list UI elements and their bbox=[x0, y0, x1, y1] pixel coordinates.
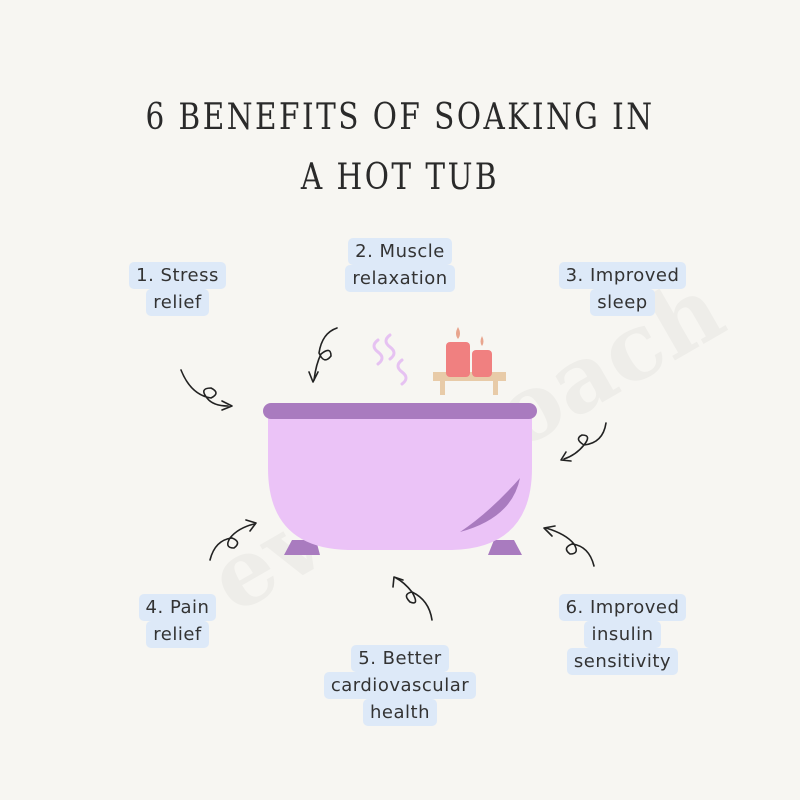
benefit-2: 2. Muscle relaxation bbox=[330, 238, 470, 292]
bathtub-icon bbox=[263, 403, 537, 555]
arrow-2-icon bbox=[308, 327, 338, 383]
steam-icon bbox=[372, 333, 408, 386]
arrow-5-icon bbox=[392, 576, 433, 621]
arrow-6-icon bbox=[543, 525, 595, 567]
arrow-4-icon bbox=[209, 519, 257, 561]
page-title: 6 Benefits of Soaking in a Hot Tub bbox=[145, 97, 655, 198]
benefit-3: 3. Improved sleep bbox=[545, 262, 700, 316]
benefit-6: 6. Improved insulin sensitivity bbox=[545, 594, 700, 675]
benefit-1: 1. Stress relief bbox=[115, 262, 240, 316]
benefit-4: 4. Pain relief bbox=[115, 594, 240, 648]
arrow-3-icon bbox=[560, 422, 607, 462]
candles-icon bbox=[446, 327, 492, 377]
candle-shelf-icon bbox=[433, 372, 506, 395]
arrow-1-icon bbox=[180, 369, 233, 411]
benefit-5: 5. Better cardiovascular health bbox=[310, 645, 490, 726]
